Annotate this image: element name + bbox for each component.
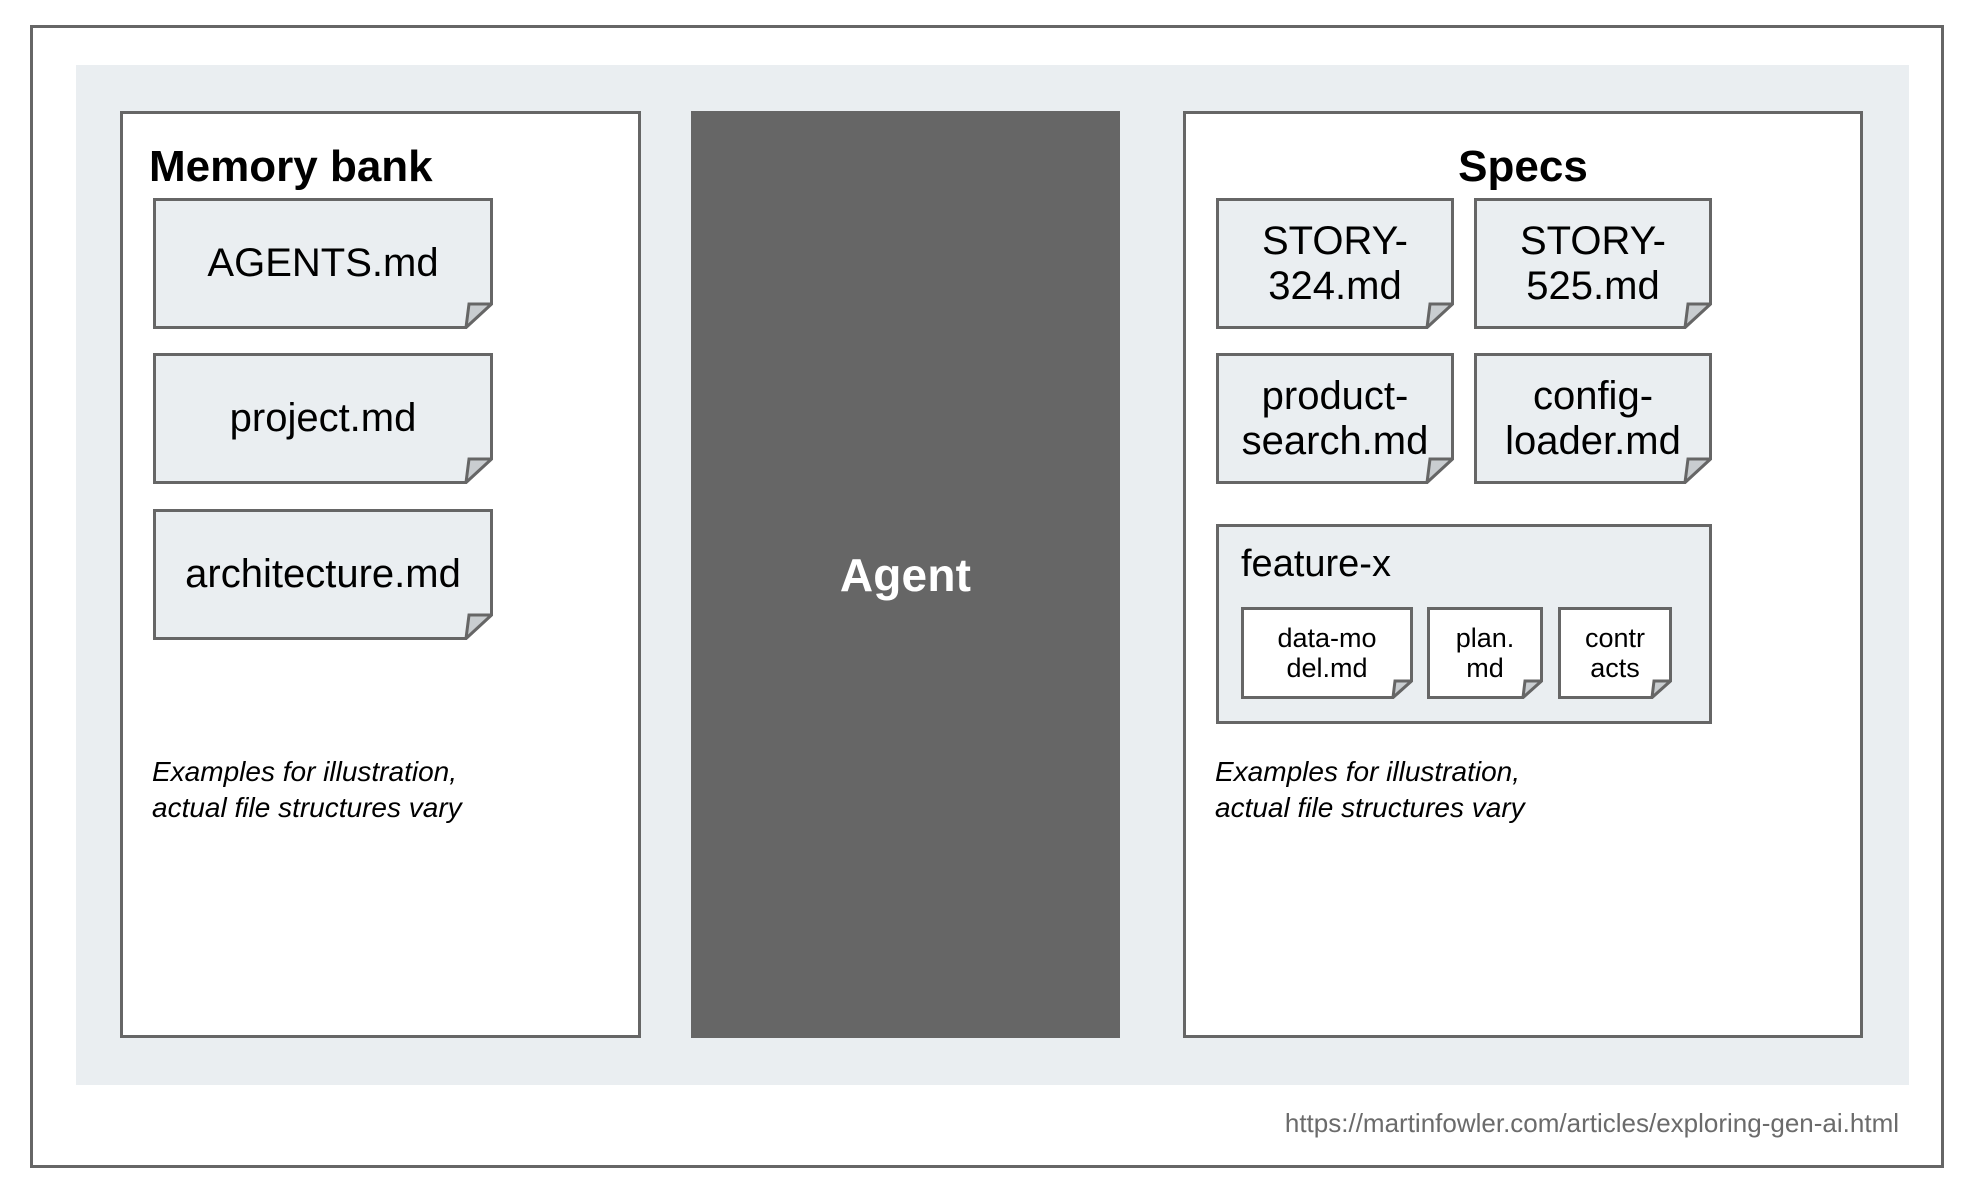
note-label: contr acts [1584, 622, 1646, 683]
memory-bank-note-architecture[interactable]: architecture.md [153, 509, 493, 640]
feature-x-title: feature-x [1241, 543, 1391, 585]
memory-bank-note-project[interactable]: project.md [153, 353, 493, 484]
note-label: product- search.md [1241, 373, 1429, 463]
specs-note-config-loader[interactable]: config- loader.md [1474, 353, 1712, 484]
feature-x-note-data-model[interactable]: data-mo del.md [1241, 607, 1413, 699]
specs-title: Specs [1458, 142, 1588, 191]
diagram-frame: Memory bank AGENTS.md project.md [30, 25, 1944, 1168]
feature-x-group: feature-x data-mo del.md plan. md [1216, 524, 1712, 724]
note-label: STORY- 525.md [1520, 218, 1666, 308]
note-label: plan. md [1455, 622, 1515, 683]
document-note-icon [153, 353, 493, 484]
note-label: architecture.md [185, 552, 461, 597]
note-label: project.md [229, 396, 417, 441]
document-note-icon [153, 198, 493, 329]
specs-note-product-search[interactable]: product- search.md [1216, 353, 1454, 484]
document-note-icon [1241, 607, 1413, 699]
agent-box[interactable]: Agent [691, 111, 1120, 1038]
memory-bank-title: Memory bank [149, 142, 433, 191]
document-note-icon [1216, 198, 1454, 329]
source-url-link[interactable]: https://martinfowler.com/articles/explor… [1284, 1108, 1899, 1138]
specs-note-story-525[interactable]: STORY- 525.md [1474, 198, 1712, 329]
note-label: STORY- 324.md [1262, 218, 1408, 308]
document-note-icon [1474, 198, 1712, 329]
memory-bank-panel: Memory bank AGENTS.md project.md [120, 111, 641, 1038]
document-note-icon [1427, 607, 1543, 699]
specs-note-story-324[interactable]: STORY- 324.md [1216, 198, 1454, 329]
specs-footnote: Examples for illustration, actual file s… [1215, 756, 1525, 823]
note-label: data-mo del.md [1277, 622, 1377, 683]
memory-bank-footnote: Examples for illustration, actual file s… [152, 756, 462, 823]
agent-label: Agent [839, 548, 972, 601]
memory-bank-note-agents[interactable]: AGENTS.md [153, 198, 493, 329]
note-label: AGENTS.md [207, 241, 439, 286]
feature-x-note-plan[interactable]: plan. md [1427, 607, 1543, 699]
note-label: config- loader.md [1505, 373, 1681, 463]
feature-x-note-contracts[interactable]: contr acts [1558, 607, 1672, 699]
specs-panel: Specs STORY- 324.md STORY- 525.md [1183, 111, 1863, 1038]
document-note-icon [1474, 353, 1712, 484]
document-note-icon [1216, 353, 1454, 484]
diagram-canvas: Memory bank AGENTS.md project.md [76, 65, 1909, 1085]
document-note-icon [1558, 607, 1672, 699]
document-note-icon [153, 509, 493, 640]
